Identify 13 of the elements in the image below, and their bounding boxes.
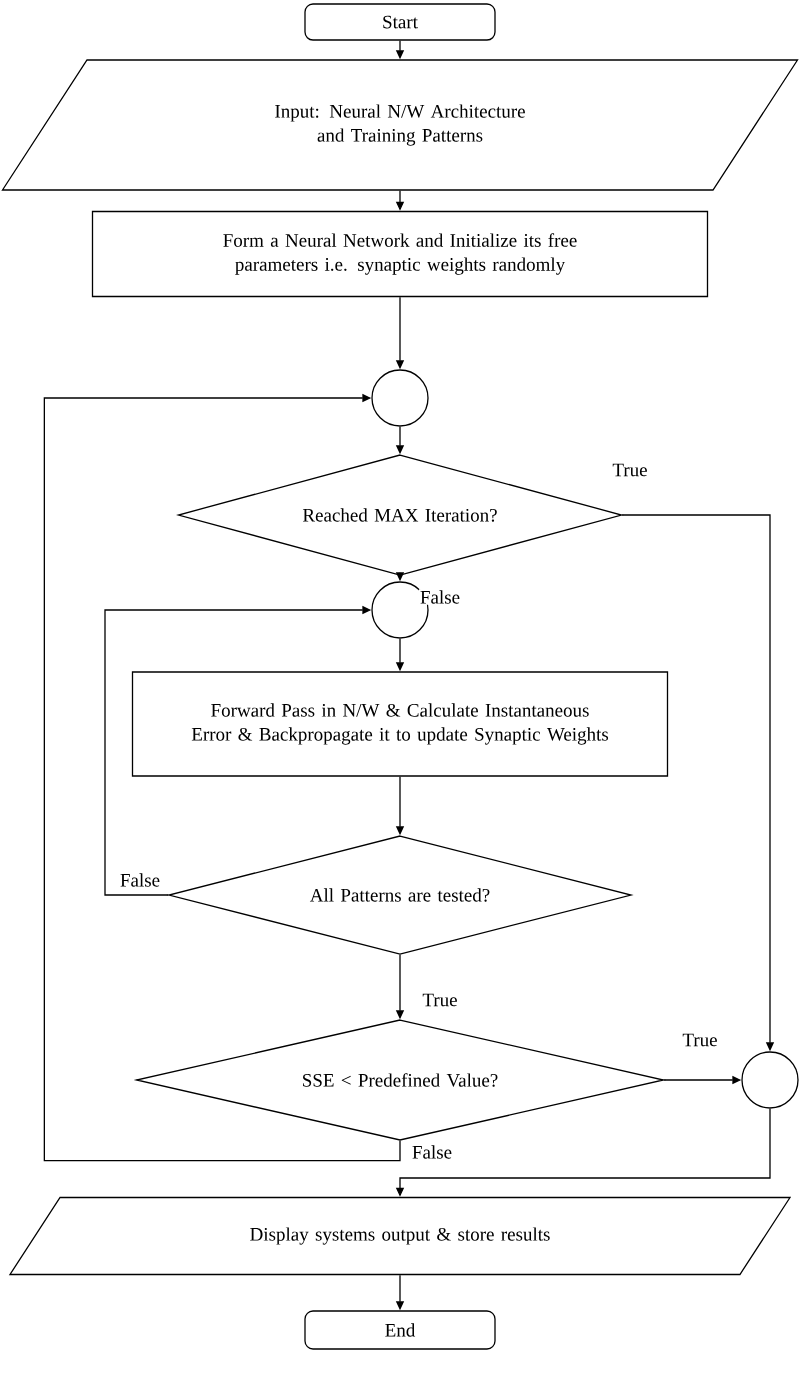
terminal-box: End	[304, 1310, 496, 1350]
terminal-box: Start	[304, 3, 496, 41]
connector-circle	[371, 369, 429, 427]
edge-label: False	[410, 1144, 454, 1160]
input-output-parallelogram: Input: Neural N/W Architecture and Training Patterns	[1, 59, 799, 191]
edge-label: True	[681, 1032, 719, 1048]
edge-label: False	[418, 589, 462, 605]
connector-circle	[741, 1051, 799, 1109]
arrow	[43, 393, 401, 1162]
process-box: Forward Pass in N/W & Calculate Instantaneous Error & Backpropagate it to update Synaptic Weights	[131, 671, 669, 777]
edge-label: True	[421, 992, 459, 1008]
edge-label: False	[118, 872, 162, 888]
process-box: Form a Neural Network and Initialize its free parameters i.e. synaptic weights randomly	[91, 210, 709, 298]
